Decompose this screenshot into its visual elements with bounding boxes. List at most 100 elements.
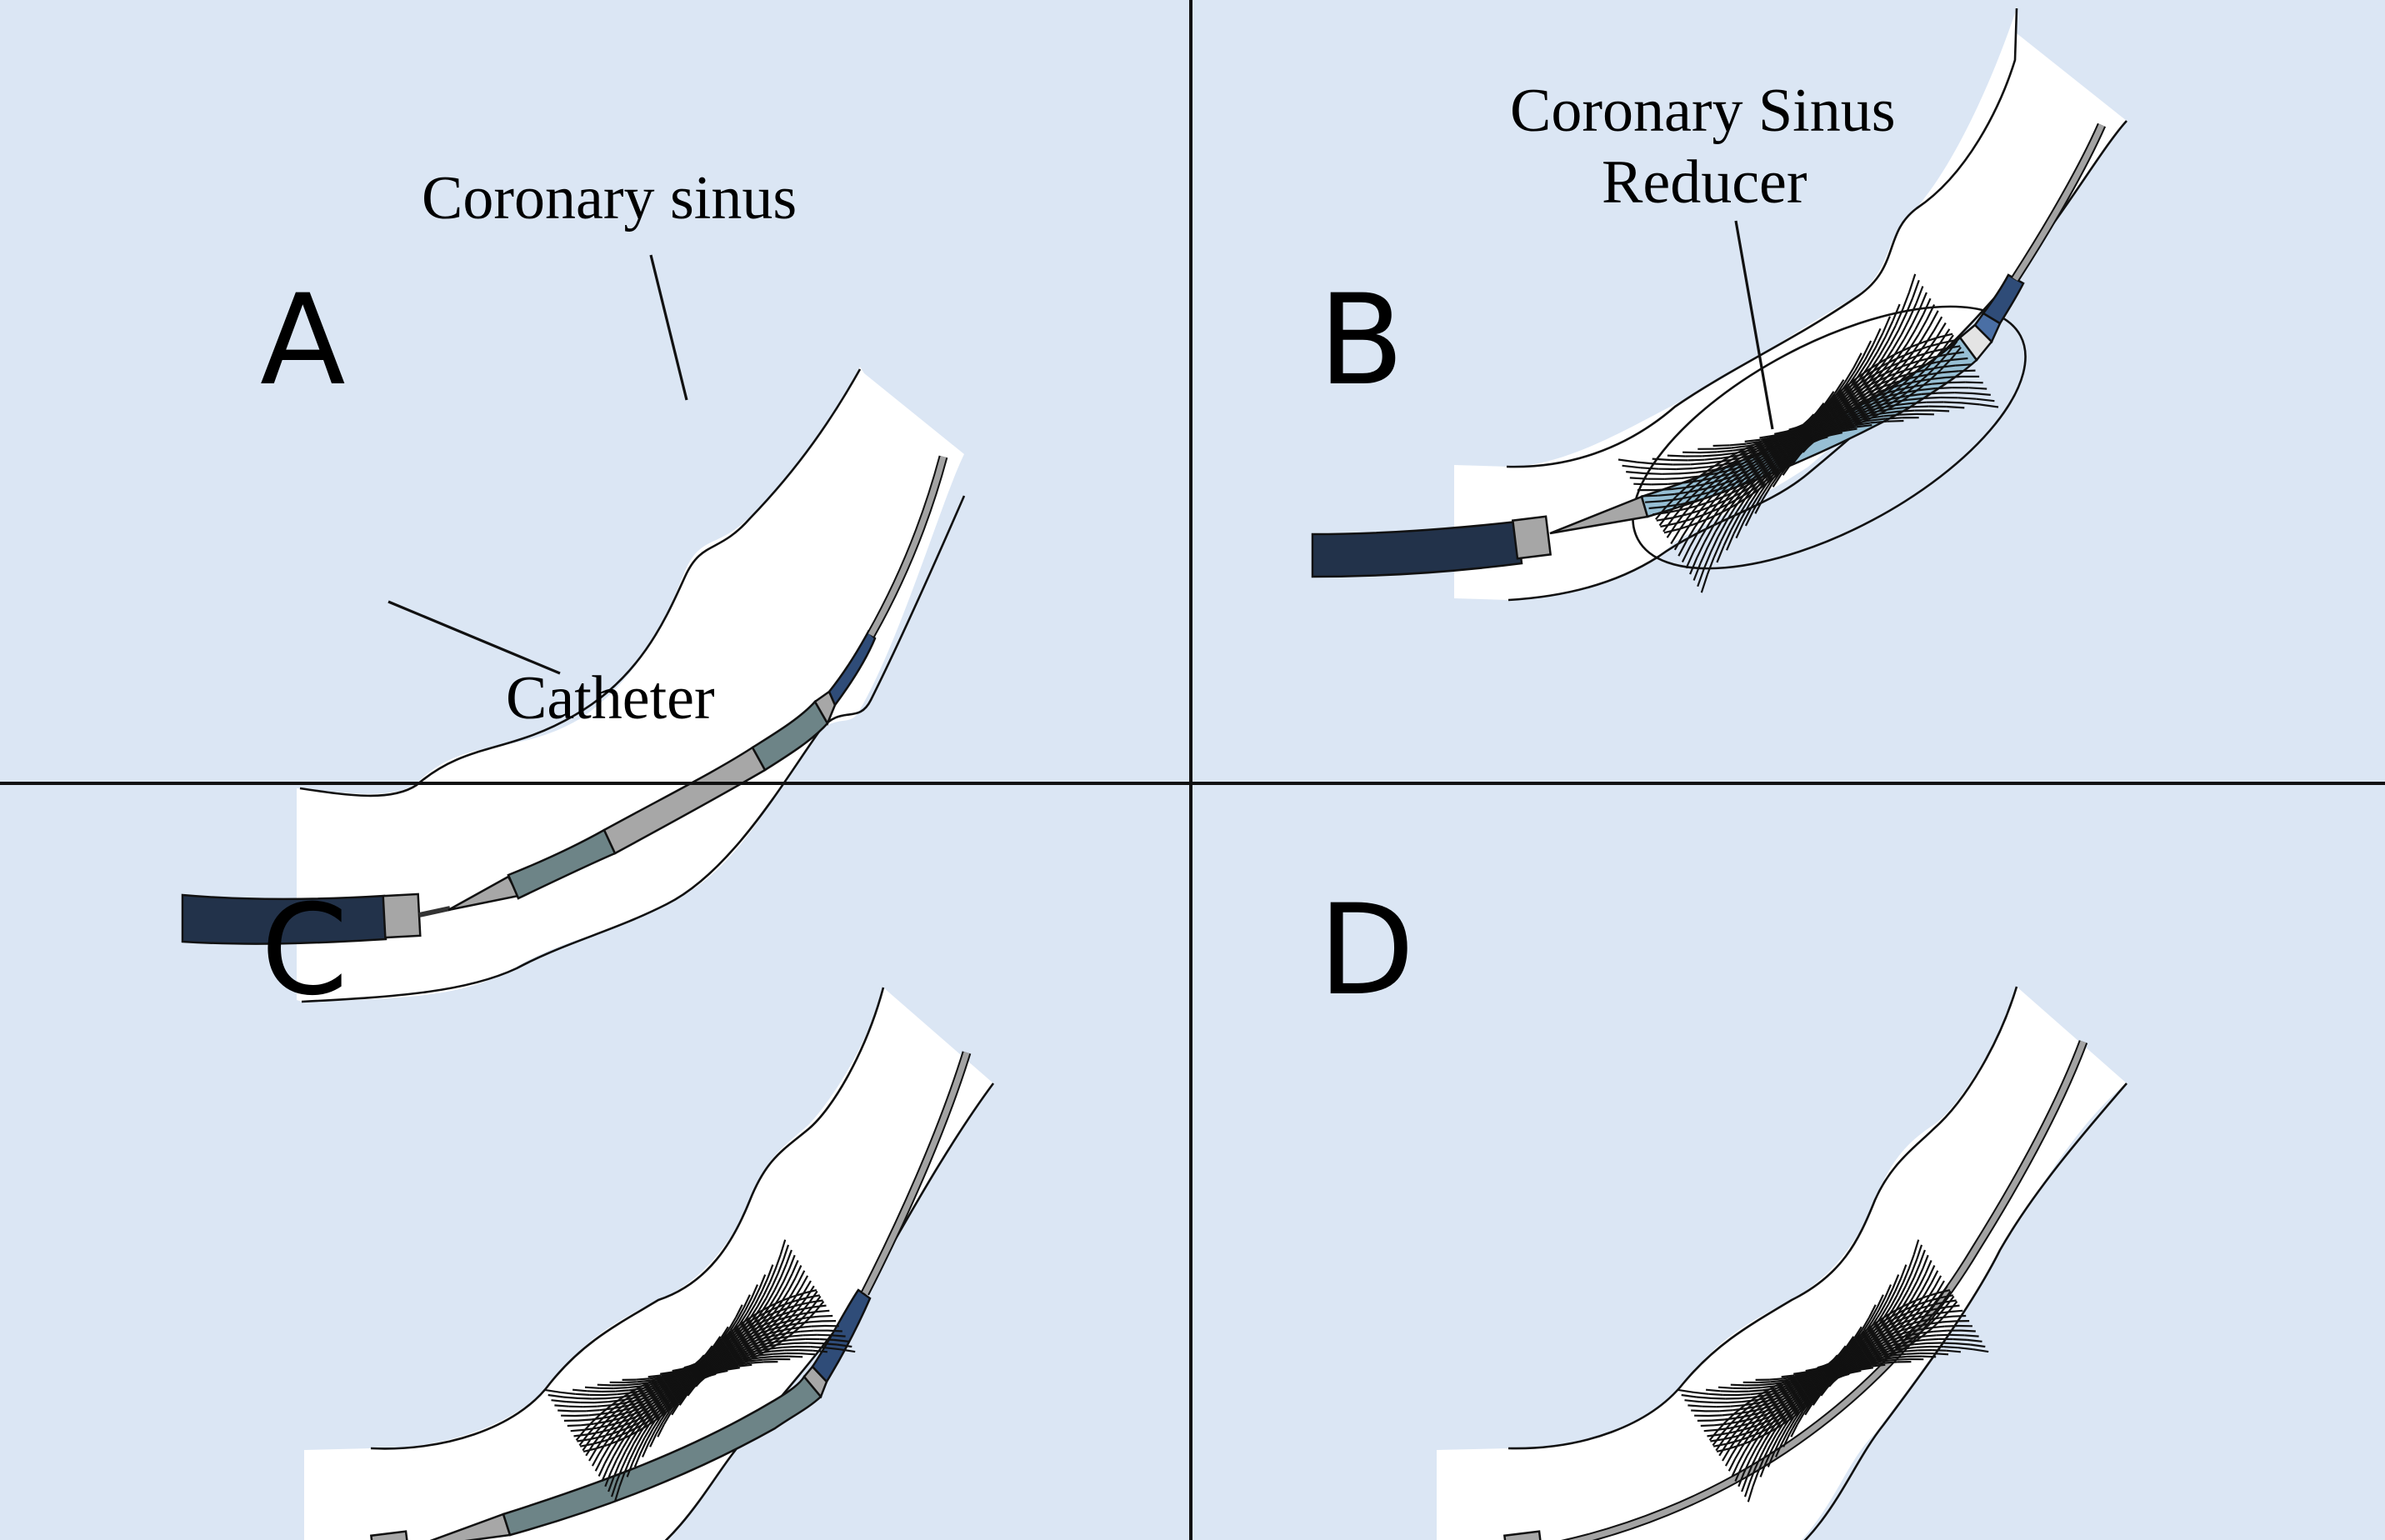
mesh-strut bbox=[650, 1378, 663, 1382]
mesh-strut bbox=[1757, 1458, 1765, 1473]
mesh-strut bbox=[1700, 476, 1716, 482]
mesh-strut bbox=[1934, 1301, 1944, 1312]
mesh-strut bbox=[1873, 1338, 1884, 1348]
mesh-strut bbox=[828, 1329, 842, 1332]
mesh-strut bbox=[1929, 1292, 1938, 1304]
mesh-strut bbox=[1807, 422, 1820, 432]
mesh-strut bbox=[1879, 1325, 1890, 1336]
mesh-strut bbox=[1805, 1368, 1818, 1372]
mesh-strut bbox=[656, 1405, 668, 1414]
mesh-strut bbox=[666, 1398, 677, 1408]
mesh-strut bbox=[732, 1325, 742, 1337]
mesh-strut bbox=[1888, 1291, 1897, 1304]
mesh-strut bbox=[668, 1401, 679, 1411]
mesh-strut bbox=[1819, 1385, 1830, 1395]
mesh-strut bbox=[1778, 1409, 1789, 1418]
mesh-strut bbox=[1800, 1380, 1812, 1388]
mesh-strut bbox=[1858, 362, 1868, 377]
mesh-strut bbox=[776, 1304, 786, 1317]
mesh-strut bbox=[784, 1319, 795, 1330]
mesh-strut bbox=[579, 1442, 593, 1448]
mesh-strut bbox=[773, 1301, 783, 1312]
mesh-strut bbox=[1905, 297, 1914, 315]
mesh-strut bbox=[1710, 1438, 1723, 1442]
mesh-strut bbox=[1794, 1372, 1808, 1377]
mesh-strut bbox=[1805, 419, 1818, 432]
mesh-strut bbox=[1930, 342, 1942, 356]
mesh-strut bbox=[1812, 1376, 1824, 1384]
mesh-strut bbox=[1878, 340, 1889, 356]
mesh-strut bbox=[1901, 1338, 1912, 1348]
mesh-strut bbox=[1821, 418, 1834, 428]
mesh-strut bbox=[708, 1353, 718, 1363]
mesh-strut bbox=[1731, 445, 1748, 449]
mesh-strut bbox=[599, 1408, 612, 1412]
mesh-strut bbox=[1790, 449, 1803, 462]
mesh-strut bbox=[1748, 443, 1765, 449]
mesh-strut bbox=[1780, 1431, 1789, 1445]
mesh-strut bbox=[772, 1352, 787, 1355]
mesh-strut bbox=[1889, 329, 1900, 346]
mesh-strut bbox=[1924, 1259, 1932, 1274]
mesh-strut bbox=[1742, 507, 1752, 523]
mesh-strut bbox=[742, 1342, 753, 1352]
mesh-strut bbox=[752, 1335, 762, 1345]
mesh-strut bbox=[1898, 1285, 1907, 1299]
mesh-strut bbox=[1925, 1338, 1939, 1341]
mesh-strut bbox=[776, 1281, 785, 1295]
mesh-strut bbox=[741, 1340, 752, 1350]
mesh-strut bbox=[1754, 498, 1764, 514]
mesh-strut bbox=[678, 1374, 690, 1382]
mesh-strut bbox=[578, 1397, 592, 1400]
mesh-strut bbox=[1938, 364, 1956, 368]
mesh-strut bbox=[1797, 1395, 1808, 1404]
mesh-strut bbox=[1945, 1295, 1955, 1308]
mesh-strut bbox=[624, 1423, 637, 1430]
mesh-strut bbox=[608, 1399, 622, 1403]
mesh-strut bbox=[1803, 415, 1816, 428]
mesh-strut bbox=[1808, 1391, 1820, 1401]
mesh-strut bbox=[1852, 382, 1864, 396]
mesh-strut bbox=[1732, 498, 1747, 508]
mesh-strut bbox=[660, 1371, 673, 1375]
mesh-strut bbox=[1854, 1353, 1866, 1362]
mesh-strut bbox=[588, 1448, 598, 1462]
mesh-strut bbox=[759, 1323, 770, 1334]
mesh-strut bbox=[1664, 503, 1682, 508]
mesh-strut bbox=[1776, 1387, 1789, 1392]
mesh-strut bbox=[1892, 1348, 1904, 1356]
mesh-strut bbox=[649, 1433, 658, 1448]
mesh-strut bbox=[1897, 372, 1909, 385]
mesh-strut bbox=[1725, 508, 1736, 522]
mesh-strut bbox=[662, 1393, 674, 1402]
mesh-strut bbox=[1643, 472, 1662, 475]
mesh-strut bbox=[1758, 456, 1772, 465]
mesh-strut bbox=[1915, 374, 1928, 387]
mesh-strut bbox=[1912, 1335, 1924, 1344]
mesh-strut bbox=[682, 1381, 694, 1389]
coronary-sinus-vessel bbox=[297, 367, 964, 1002]
mesh-strut bbox=[628, 1429, 641, 1437]
mesh-strut bbox=[1887, 1338, 1898, 1347]
mesh-strut bbox=[1943, 334, 1954, 349]
mesh-strut bbox=[1786, 444, 1800, 455]
mesh-strut bbox=[748, 1353, 760, 1361]
mesh-strut bbox=[1660, 522, 1676, 528]
mesh-strut bbox=[1703, 508, 1719, 516]
mesh-strut bbox=[635, 1434, 644, 1448]
mesh-strut bbox=[824, 1347, 840, 1351]
mesh-strut bbox=[1684, 479, 1701, 484]
mesh-strut bbox=[1748, 469, 1763, 478]
panel-b: B Coronary Sinus Reducer bbox=[1311, 8, 2128, 602]
mesh-strut bbox=[761, 1278, 769, 1292]
mesh-strut bbox=[1790, 1424, 1798, 1438]
mesh-strut bbox=[1870, 420, 1888, 424]
mesh-strut bbox=[1783, 1378, 1797, 1382]
mesh-strut bbox=[1802, 441, 1815, 452]
catheter-tip-cap-b bbox=[1511, 515, 1552, 560]
mesh-strut bbox=[1812, 432, 1827, 442]
mesh-strut bbox=[1702, 552, 1712, 570]
mesh-strut bbox=[1759, 1405, 1772, 1411]
mesh-strut bbox=[1918, 292, 1928, 310]
mesh-strut bbox=[1812, 434, 1828, 442]
